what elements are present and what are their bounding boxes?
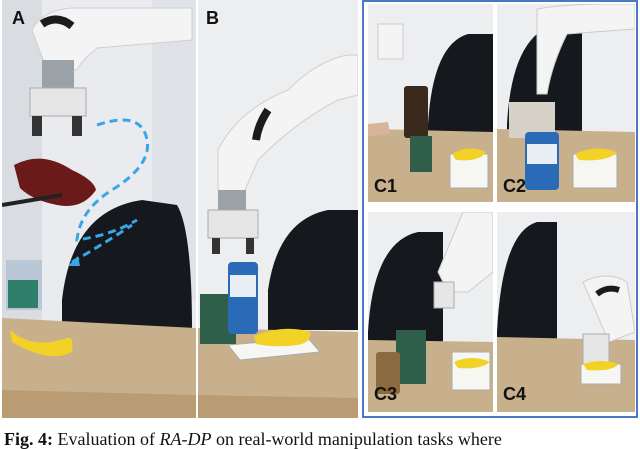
banana-icon	[452, 148, 486, 161]
panel-c4-label: C4	[503, 384, 527, 404]
banana-icon	[454, 358, 490, 369]
panel-c3: C3	[368, 212, 493, 412]
caption-lead: Fig. 4:	[4, 430, 53, 449]
banana-icon	[583, 361, 619, 371]
panel-c3-label: C3	[374, 384, 398, 404]
panel-c3-scene	[368, 212, 493, 412]
banana-icon	[254, 328, 311, 347]
jar	[404, 86, 428, 138]
figure-caption: Fig. 4: Evaluation of RA-DP on real-worl…	[4, 430, 640, 449]
chair-icon	[62, 200, 192, 330]
toy-icon	[14, 158, 96, 206]
banana-icon	[575, 148, 617, 161]
panel-c1-scene	[368, 4, 493, 202]
caption-text-2: on real-world manipulation tasks where	[211, 430, 502, 449]
panel-c1: C1	[368, 4, 493, 202]
panel-a-label: A	[12, 8, 25, 28]
panel-c4-scene	[497, 212, 635, 412]
caption-method: RA-DP	[159, 430, 212, 449]
panel-b-label: B	[206, 8, 219, 28]
banana-icon	[10, 330, 73, 357]
panel-c2: C2	[497, 4, 635, 202]
panel-c1-label: C1	[374, 176, 398, 196]
panel-b-scene	[198, 0, 358, 418]
panel-c-frame	[362, 0, 638, 418]
caption-text-1: Evaluation of	[53, 430, 160, 449]
panel-c4: C4	[497, 212, 635, 412]
chair-icon	[268, 210, 358, 330]
jar	[376, 352, 400, 394]
panel-c2-label: C2	[503, 176, 527, 196]
panel-a: A	[2, 0, 196, 418]
wipes-can	[228, 262, 258, 334]
panel-c2-scene	[497, 4, 635, 202]
panel-b: B	[198, 0, 358, 418]
panel-a-scene	[2, 0, 196, 418]
